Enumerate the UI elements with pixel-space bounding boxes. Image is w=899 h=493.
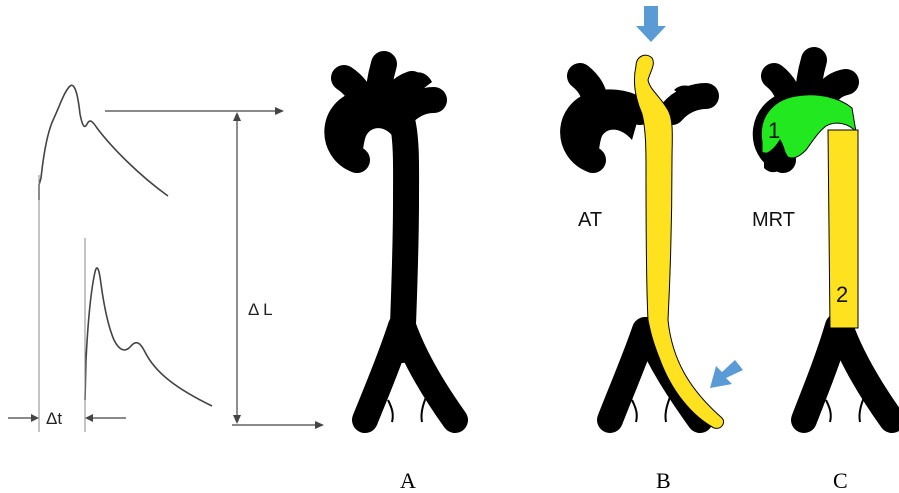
panel-c-label: C [833, 468, 848, 493]
distal-waveform [85, 268, 212, 406]
delta-t-label: Δt [46, 409, 62, 428]
proximal-waveform [39, 85, 168, 200]
aorta-b-branch-left [632, 400, 637, 422]
region-2-label: 2 [836, 282, 848, 307]
delta-t-arrowhead-right [85, 414, 93, 422]
delta-l-top-arrowhead [275, 107, 284, 115]
mrt-label: MRT [752, 209, 795, 231]
aorta-a-branch-left [388, 400, 393, 422]
delta-t-arrowhead-left [31, 414, 39, 422]
region-1-label: 1 [768, 118, 780, 143]
aorta-a [330, 52, 455, 422]
panel-b-label: B [656, 468, 671, 493]
panel-a-label: A [400, 468, 416, 493]
delta-l-label: Δ L [248, 300, 273, 319]
aorta-b-inflow-arrow [636, 6, 666, 42]
pulse-wave-diagram [8, 85, 324, 432]
at-label: AT [578, 209, 602, 231]
aorta-c [761, 60, 892, 422]
delta-l-arrowhead-up [233, 112, 241, 121]
aorta-c-branch-left [826, 400, 831, 422]
delta-l-arrowhead-down [233, 415, 241, 424]
delta-l-bottom-arrowhead [315, 421, 324, 429]
aorta-b-outflow-arrow [710, 360, 743, 388]
